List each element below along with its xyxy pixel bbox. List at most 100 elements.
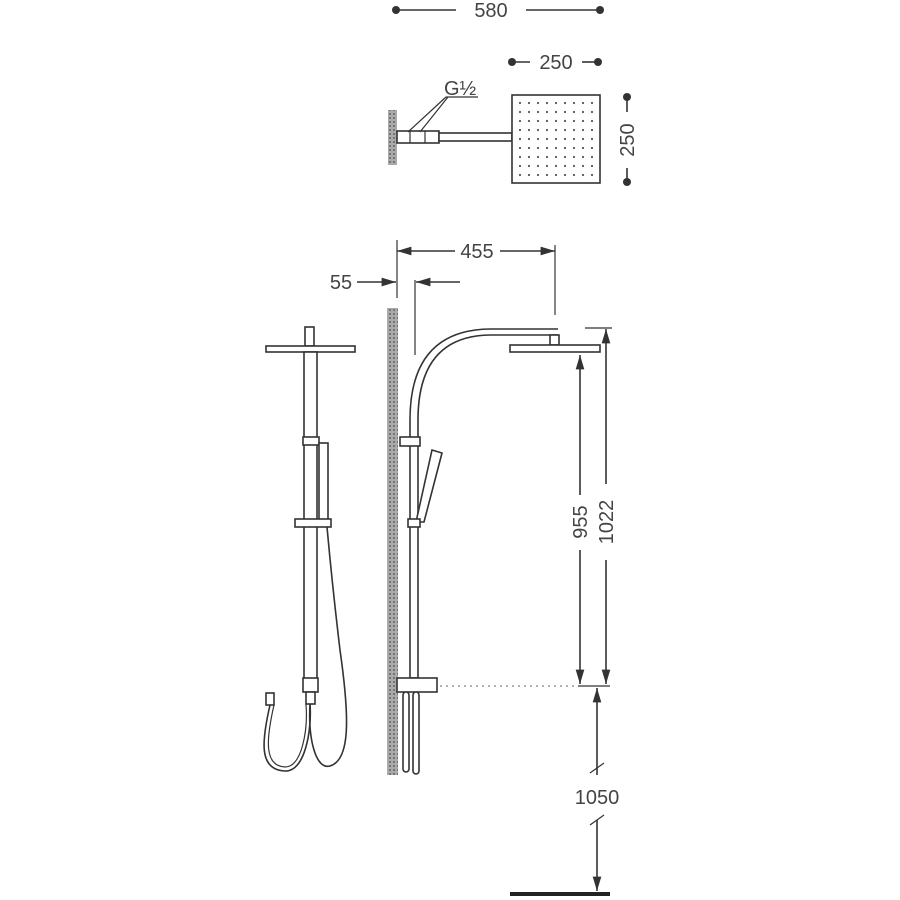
nozzle-dot — [590, 155, 594, 159]
nozzle-dot — [554, 119, 558, 123]
nozzle-dot — [518, 146, 522, 150]
nozzle-dot — [563, 128, 567, 132]
nozzle-dot — [590, 164, 594, 168]
nozzle-dot — [572, 155, 576, 159]
nozzle-dot — [554, 137, 558, 141]
nozzle-dot — [545, 173, 549, 177]
nozzle-dot — [563, 146, 567, 150]
nozzle-dot — [536, 146, 540, 150]
top-view-shower-head: G½ — [388, 78, 601, 184]
nozzle-dot — [572, 146, 576, 150]
nozzle-dot — [536, 137, 540, 141]
nozzle-dot — [545, 128, 549, 132]
nozzle-dot — [554, 146, 558, 150]
nozzle-dot — [527, 128, 531, 132]
dimension-head-height: 955 1022 — [440, 327, 618, 687]
nozzle-dot — [563, 119, 567, 123]
nozzle-dot — [563, 101, 567, 105]
nozzle-dot — [518, 110, 522, 114]
nozzle-dot — [563, 137, 567, 141]
nozzle-dot — [563, 110, 567, 114]
nozzle-dot — [581, 110, 585, 114]
dimension-mount-height: 1050 — [510, 688, 620, 896]
nozzle-dot — [527, 119, 531, 123]
nozzle-dot — [581, 155, 585, 159]
nozzle-dot — [518, 173, 522, 177]
nozzle-dot — [554, 128, 558, 132]
dimension-label-455: 455 — [460, 241, 493, 263]
nozzle-dot — [581, 137, 585, 141]
nozzle-dot — [581, 164, 585, 168]
dimension-label-55: 55 — [330, 272, 352, 294]
nozzle-dot — [563, 164, 567, 168]
nozzle-dot — [572, 137, 576, 141]
dimension-label-955: 955 — [570, 505, 592, 538]
nozzle-dot — [527, 173, 531, 177]
side-view-shower-column — [387, 308, 601, 775]
nozzle-dot — [572, 110, 576, 114]
nozzle-dot — [545, 110, 549, 114]
nozzle-dot — [545, 137, 549, 141]
dimension-label-1022: 1022 — [596, 500, 618, 545]
nozzle-dot — [581, 146, 585, 150]
dimension-arm-projection: 455 — [396, 240, 556, 315]
nozzle-dot — [572, 101, 576, 105]
nozzle-dot — [527, 146, 531, 150]
nozzle-dot — [572, 164, 576, 168]
nozzle-dot — [554, 164, 558, 168]
nozzle-dot — [527, 101, 531, 105]
nozzle-dot — [536, 164, 540, 168]
nozzle-dot — [536, 110, 540, 114]
dimension-label-250-depth: 250 — [617, 123, 639, 156]
nozzle-dot — [536, 155, 540, 159]
nozzle-dot — [518, 137, 522, 141]
nozzle-dot — [581, 119, 585, 123]
dimension-label-1050: 1050 — [575, 787, 620, 809]
nozzle-dot — [518, 155, 522, 159]
nozzle-dot — [518, 164, 522, 168]
nozzle-dot — [545, 155, 549, 159]
nozzle-dot — [527, 164, 531, 168]
nozzle-dot — [527, 110, 531, 114]
nozzle-dot — [590, 119, 594, 123]
nozzle-dot — [581, 128, 585, 132]
nozzle-dot — [572, 128, 576, 132]
nozzle-dot — [590, 110, 594, 114]
nozzle-dot — [590, 173, 594, 177]
nozzle-dot — [554, 101, 558, 105]
nozzle-dot — [527, 137, 531, 141]
nozzle-dot — [536, 119, 540, 123]
nozzle-dot — [545, 146, 549, 150]
nozzle-dot — [590, 128, 594, 132]
nozzle-dot — [554, 155, 558, 159]
dimension-label-580: 580 — [474, 0, 507, 22]
nozzle-dot — [527, 155, 531, 159]
nozzle-dot — [545, 101, 549, 105]
nozzle-dot — [518, 101, 522, 105]
nozzle-dot — [518, 119, 522, 123]
nozzle-dot — [581, 101, 585, 105]
nozzle-dot — [545, 119, 549, 123]
nozzle-dot — [572, 173, 576, 177]
nozzle-dot — [572, 119, 576, 123]
nozzle-dot — [536, 173, 540, 177]
thread-label: G½ — [444, 78, 477, 100]
nozzle-dot — [590, 101, 594, 105]
nozzle-dot — [536, 101, 540, 105]
nozzle-dot — [581, 173, 585, 177]
nozzle-dot — [590, 137, 594, 141]
nozzle-dot — [554, 173, 558, 177]
nozzle-dot — [554, 110, 558, 114]
dimension-label-250-width: 250 — [539, 52, 572, 74]
dimension-head-depth: 250 — [617, 93, 639, 186]
nozzle-dot — [518, 128, 522, 132]
front-view-shower-column — [263, 326, 356, 772]
nozzle-dot — [563, 173, 567, 177]
dimension-wall-offset: 55 — [330, 272, 460, 355]
nozzle-dot — [590, 146, 594, 150]
nozzle-dot — [545, 164, 549, 168]
nozzle-dot — [563, 155, 567, 159]
dimension-overall-width: 580 — [392, 0, 604, 22]
